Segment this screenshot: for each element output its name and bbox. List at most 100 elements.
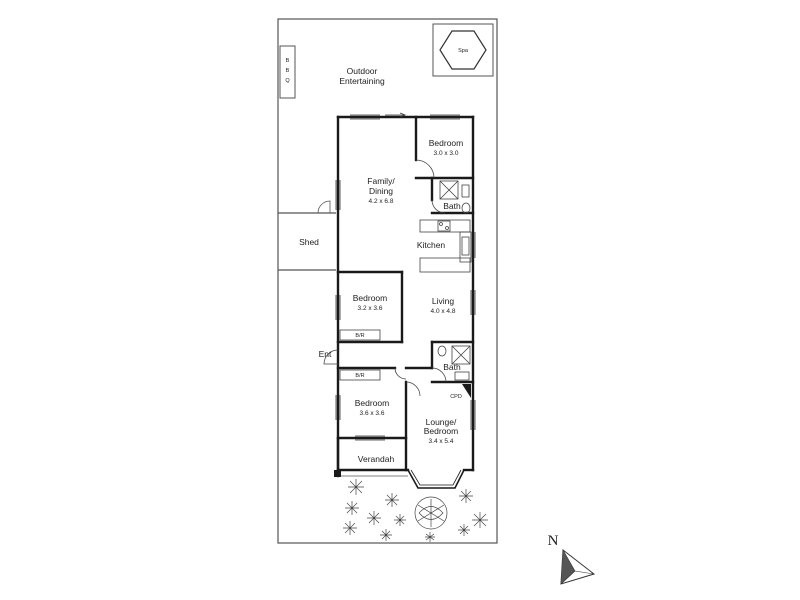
bay-window xyxy=(407,469,465,489)
door-bedroom-front xyxy=(394,367,407,380)
door-bath-lower xyxy=(431,367,447,383)
family-name-line2: Dining xyxy=(369,186,393,196)
robe-bedroom-front xyxy=(339,369,381,381)
compass-letter: N xyxy=(548,533,559,549)
bath-lower-name: Bath xyxy=(443,362,461,372)
shrub-icon xyxy=(385,493,399,507)
family-dims: 4.2 x 6.8 xyxy=(369,198,394,205)
bbq: B B Q xyxy=(279,45,296,99)
bbq-letter-1: B xyxy=(286,58,290,64)
doors xyxy=(323,159,447,397)
boundary-outline xyxy=(277,18,498,544)
sliding-door-arrow xyxy=(399,112,407,118)
robes xyxy=(339,329,381,381)
living-name: Living xyxy=(432,296,454,306)
shrub-icon xyxy=(425,532,435,542)
robe-label-front: B/R xyxy=(355,373,364,379)
bedroom-front-name: Bedroom xyxy=(355,398,390,408)
kitchen-label: Kitchen xyxy=(417,240,446,250)
shrub-icon xyxy=(380,529,392,541)
kitchen-island xyxy=(419,257,471,273)
burner xyxy=(445,226,449,230)
basin-lower xyxy=(454,371,470,381)
toilet-upper xyxy=(461,202,471,214)
window-bedroom-mid-west xyxy=(335,295,341,320)
window-living-east xyxy=(470,290,476,315)
bedroom-rear-name: Bedroom xyxy=(429,138,464,148)
tree-large-detail xyxy=(417,499,445,527)
shower-upper xyxy=(439,180,459,200)
lounge-name-line2: Bedroom xyxy=(424,426,459,436)
bedroom-mid-name: Bedroom xyxy=(353,293,388,303)
kitchen-sink xyxy=(461,236,470,256)
kitchen-bench-north xyxy=(419,219,471,233)
bbq-letter-3: Q xyxy=(285,78,290,84)
shed: Shed xyxy=(278,200,336,271)
robe-label-mid: B/R xyxy=(355,333,364,339)
window-lounge-east xyxy=(470,400,476,430)
basin-upper xyxy=(461,184,470,198)
window-bedroom-front-west xyxy=(335,395,341,420)
outdoor-label-line2: Entertaining xyxy=(339,76,385,86)
outdoor-label-line1: Outdoor xyxy=(347,66,378,76)
sliding-door xyxy=(385,112,407,118)
bath-lower-fixtures xyxy=(437,345,471,381)
living-dims: 4.0 x 4.8 xyxy=(431,308,456,315)
shed-label: Shed xyxy=(299,237,319,247)
shed-outline xyxy=(278,212,336,271)
cupboard-marker xyxy=(462,384,471,398)
shrub-icon xyxy=(459,489,473,503)
shower-upper-cross xyxy=(439,180,459,200)
cupboard-label: CPD xyxy=(450,394,462,400)
bbq-box xyxy=(279,45,296,99)
room-labels: Bedroom 3.0 x 3.0 Family/ Dining 4.2 x 6… xyxy=(319,138,464,445)
shrub-icon xyxy=(343,521,357,535)
door-entry xyxy=(323,349,339,365)
property-boundary xyxy=(277,18,498,544)
kitchen-bench-east xyxy=(459,231,472,263)
verandah-label: Verandah xyxy=(358,454,395,464)
bath-upper-fixtures xyxy=(439,180,471,214)
bay-outer xyxy=(407,469,465,489)
shed-door-swing xyxy=(317,200,331,214)
compass-center-line xyxy=(560,549,595,585)
window-family-west xyxy=(335,180,341,210)
garden xyxy=(343,479,488,542)
bedroom-rear-dims: 3.0 x 3.0 xyxy=(434,150,459,157)
family-name-line1: Family/ xyxy=(367,176,395,186)
bbq-letter-2: B xyxy=(286,68,290,74)
shrub-icon xyxy=(458,524,470,536)
shrub-icon xyxy=(345,501,359,515)
window-rear-family xyxy=(350,114,380,120)
shrub-icon xyxy=(348,479,364,495)
verandah-post xyxy=(334,470,341,477)
north-compass: N xyxy=(548,533,596,585)
verandah: Verandah xyxy=(334,454,408,477)
burner xyxy=(439,222,443,226)
compass-arrow-shade xyxy=(561,550,575,584)
bath-upper-name: Bath xyxy=(443,201,461,211)
spa-tub xyxy=(439,30,487,70)
bay-inner xyxy=(410,469,462,486)
robe-bedroom-mid xyxy=(339,329,381,341)
lounge-name-line1: Lounge/ xyxy=(426,417,457,427)
cooktop xyxy=(437,220,451,232)
spa: Spa xyxy=(432,23,494,77)
kitchen-fixtures xyxy=(419,219,472,273)
lounge-dims: 3.4 x 5.4 xyxy=(429,438,454,445)
shrub-icon xyxy=(394,514,406,526)
door-bath-upper xyxy=(431,199,446,214)
tree-large xyxy=(414,496,448,530)
toilet-lower xyxy=(437,345,447,357)
door-lounge xyxy=(405,381,421,397)
shower-lower xyxy=(451,345,471,365)
window-bedroom-front-south xyxy=(355,435,385,441)
bedroom-mid-dims: 3.2 x 3.6 xyxy=(358,305,383,312)
door-bedroom-rear xyxy=(415,159,435,179)
house-walls xyxy=(336,115,475,478)
entry-label: Ent xyxy=(319,349,332,359)
spa-label: Spa xyxy=(458,48,469,54)
window-rear-bedroom xyxy=(430,114,460,120)
shrub-icon xyxy=(367,511,381,525)
